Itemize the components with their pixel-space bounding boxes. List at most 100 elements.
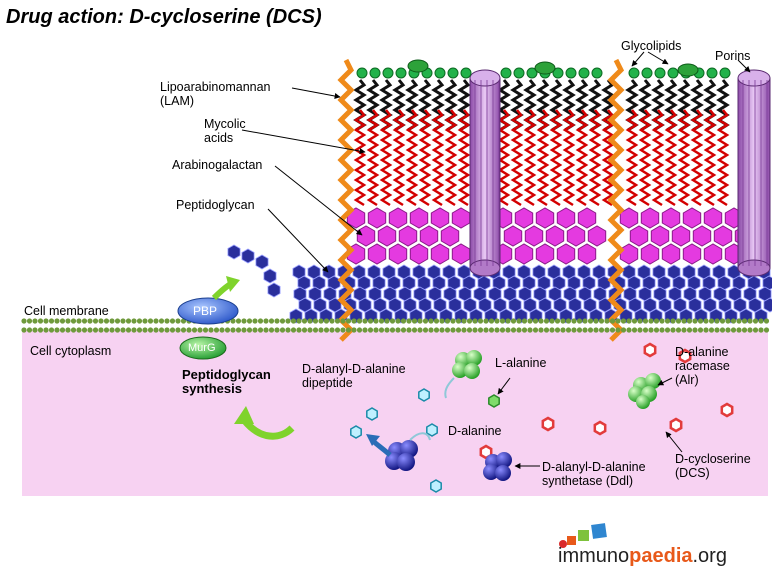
glycolipid-head xyxy=(534,61,556,75)
peptidoglycan-label: Peptidoglycan xyxy=(176,198,255,212)
membrane-lipid-lower xyxy=(703,327,709,333)
lipid-heads xyxy=(356,59,731,79)
membrane-lipid-upper xyxy=(241,318,247,324)
mycolic-acid-tail xyxy=(366,109,380,207)
membrane-lipid-lower xyxy=(296,327,302,333)
l-alanine-label: L-alanine xyxy=(495,356,547,370)
membrane-lipid-upper xyxy=(433,318,440,324)
membrane-lipid-upper xyxy=(257,318,264,324)
mycolic-acid-tail xyxy=(392,109,406,207)
membrane-lipid-lower xyxy=(323,327,330,333)
mycolic-acid-tail xyxy=(523,109,537,207)
arabinogalactan-unit xyxy=(587,225,607,247)
membrane-lipid-upper xyxy=(373,318,379,324)
membrane-lipid-lower xyxy=(554,327,561,333)
d-cycloserine-molecule xyxy=(643,342,657,358)
membrane-lipid-upper xyxy=(571,318,577,324)
membrane-lipid-lower xyxy=(747,327,753,333)
membrane-lipid-upper xyxy=(598,318,605,324)
arabinogalactan-unit xyxy=(556,207,576,229)
d-cycloserine-molecule xyxy=(541,416,555,432)
membrane-lipid-upper xyxy=(378,318,385,324)
membrane-lipid-upper xyxy=(296,318,302,324)
membrane-lipid-upper xyxy=(675,318,682,324)
membrane-lipid-lower xyxy=(433,327,440,333)
peptidoglycan-unit xyxy=(763,297,772,313)
membrane-lipid-upper xyxy=(235,318,242,324)
leader-lines xyxy=(241,51,751,469)
membrane-lipid-upper xyxy=(560,318,566,324)
membrane-lipid-upper xyxy=(609,318,616,324)
membrane-lipid-lower xyxy=(153,327,159,333)
mycolic-acid-tail xyxy=(638,109,652,207)
membrane-lipid-upper xyxy=(604,318,610,324)
cell-cytoplasm-region xyxy=(22,330,768,496)
peptidoglycan-chain xyxy=(227,244,281,298)
lipid-head xyxy=(565,67,577,79)
logo-part-immuno: immuno xyxy=(558,545,630,567)
membrane-lipid-upper xyxy=(290,318,297,324)
synthesis-cycle-arrowhead xyxy=(234,406,254,424)
membrane-lipid-upper xyxy=(175,318,181,324)
membrane-lipid-upper xyxy=(334,318,341,324)
membrane-lipid-lower xyxy=(576,327,583,333)
arabinogalactan-unit xyxy=(577,207,597,229)
membrane-lipid-lower xyxy=(736,327,742,333)
membrane-lipid-lower xyxy=(697,327,704,333)
synthesis-cycle-arrow xyxy=(241,417,295,440)
membrane-lipid-lower xyxy=(98,327,104,333)
membrane-lipid-lower xyxy=(169,327,176,333)
alr-racemase-enzyme xyxy=(628,373,661,409)
racemase-label-line1: D-alanine xyxy=(675,345,729,359)
membrane-lipid-upper xyxy=(582,318,588,324)
membrane-lipid-upper xyxy=(444,318,451,324)
lipid-head xyxy=(369,67,381,79)
arabinogalactan-unit xyxy=(535,243,555,265)
membrane-lipid-upper xyxy=(417,318,423,324)
membrane-lipid-lower xyxy=(103,327,110,333)
membrane-lipid-lower xyxy=(26,327,33,333)
membrane-lipid-upper xyxy=(681,318,687,324)
membrane-lipid-upper xyxy=(510,318,517,324)
membrane-lipid-upper xyxy=(521,318,528,324)
membrane-lipid-upper xyxy=(323,318,330,324)
mycolic-label-line1: Mycolic xyxy=(204,117,246,131)
membrane-lipid-upper xyxy=(169,318,176,324)
mycolic-acid-tail xyxy=(625,109,639,207)
dipeptide-label-line1: D-alanyl-D-alanine xyxy=(302,362,406,376)
membrane-lipid-lower xyxy=(670,327,676,333)
arabinogalactan-unit xyxy=(535,207,555,229)
membrane-lipid-upper xyxy=(730,318,737,324)
membrane-lipid-lower xyxy=(626,327,632,333)
d-alanine-molecule xyxy=(350,425,362,439)
mycolic-acid-tail xyxy=(353,109,367,207)
membrane-lipid-lower xyxy=(301,327,308,333)
membrane-lipid-upper xyxy=(719,318,726,324)
arabinogalactan-unit xyxy=(503,225,523,247)
membrane-lipid-upper xyxy=(747,318,753,324)
membrane-lipid-upper xyxy=(230,318,236,324)
membrane-lipid-upper xyxy=(538,318,544,324)
membrane-lipid-upper xyxy=(483,318,489,324)
membrane-lipid-lower xyxy=(444,327,451,333)
arabinogalactan-unit xyxy=(514,207,534,229)
membrane-lipid-lower xyxy=(719,327,726,333)
membrane-lipid-lower xyxy=(175,327,181,333)
arabinogalactan-unit xyxy=(682,207,702,229)
arabinogalactan-layer xyxy=(346,207,754,265)
membrane-lipid-lower xyxy=(472,327,478,333)
membrane-lipid-lower xyxy=(615,327,621,333)
arabinogalactan-label: Arabinogalactan xyxy=(172,158,263,172)
membrane-lipid-lower xyxy=(32,327,38,333)
cell-membrane-label: Cell membrane xyxy=(24,304,109,318)
membrane-lipid-upper xyxy=(670,318,676,324)
membrane-lipid-upper xyxy=(516,318,522,324)
lipid-head xyxy=(591,67,603,79)
lipid-head xyxy=(706,67,718,79)
membrane-lipid-upper xyxy=(488,318,495,324)
membrane-lipid-lower xyxy=(76,327,82,333)
arabinogalactan-unit xyxy=(398,225,418,247)
membrane-lipid-lower xyxy=(219,327,225,333)
d-cycloserine-molecule xyxy=(720,402,734,418)
mycolic-acid-tail xyxy=(601,109,615,207)
